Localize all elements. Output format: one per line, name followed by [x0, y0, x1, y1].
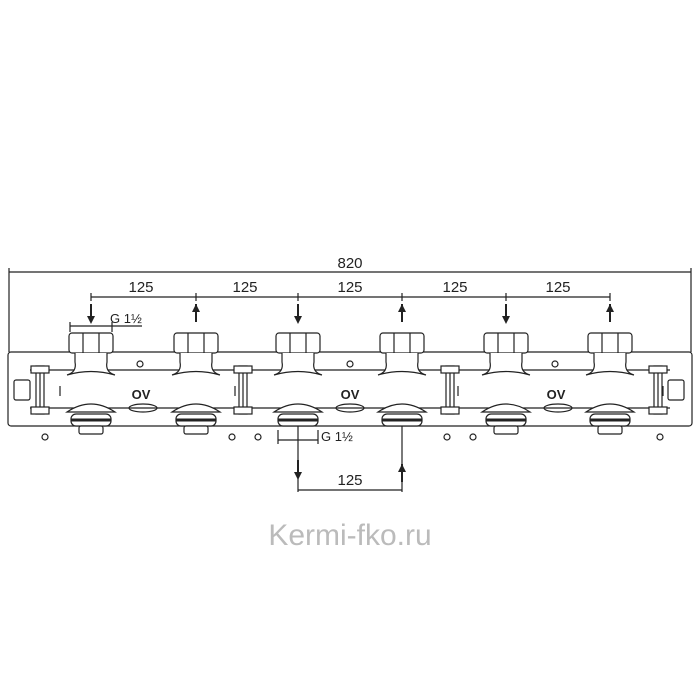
- hydraulic-separator: [233, 365, 253, 415]
- flow-arrow-icon: [87, 304, 95, 324]
- zone-label: OV: [341, 387, 360, 402]
- top-connection: [481, 332, 531, 376]
- spacing-label: 125: [128, 279, 153, 296]
- hydraulic-separator: [440, 365, 460, 415]
- thread-bottom-label: G 1½: [321, 429, 353, 444]
- flow-arrow-icon: [398, 464, 406, 482]
- watermark: Kermi-fko.ru: [268, 519, 431, 552]
- bottom-connection: [480, 403, 532, 435]
- flow-arrow-icon: [502, 304, 510, 324]
- top-connection: [273, 332, 323, 376]
- bottom-connection: [170, 403, 222, 435]
- flow-arrow-icon: [294, 460, 302, 480]
- drawing-shapes: [7, 268, 693, 492]
- hydraulic-separator: [648, 365, 685, 415]
- spacing-label: 125: [337, 279, 362, 296]
- flow-arrow-icon: [398, 304, 406, 322]
- hydraulic-separator: [13, 365, 50, 415]
- top-connection: [66, 332, 116, 376]
- overall-width-label: 820: [337, 255, 362, 272]
- thread-top-label: G 1½: [110, 311, 142, 326]
- flow-arrow-icon: [192, 304, 200, 322]
- spacing-label: 125: [545, 279, 570, 296]
- zone-label: OV: [132, 387, 151, 402]
- spacing-label: 125: [232, 279, 257, 296]
- bottom-connection: [376, 403, 428, 427]
- zone-label: OV: [547, 387, 566, 402]
- bottom-connection: [65, 403, 117, 435]
- bottom-spacing-label: 125: [337, 472, 362, 489]
- bottom-connection: [272, 403, 324, 427]
- top-connection: [171, 332, 221, 376]
- spacing-label: 125: [442, 279, 467, 296]
- flow-arrow-icon: [606, 304, 614, 322]
- bottom-connection: [584, 403, 636, 435]
- top-connection: [585, 332, 635, 376]
- flow-arrow-icon: [294, 304, 302, 324]
- top-connection: [377, 332, 427, 376]
